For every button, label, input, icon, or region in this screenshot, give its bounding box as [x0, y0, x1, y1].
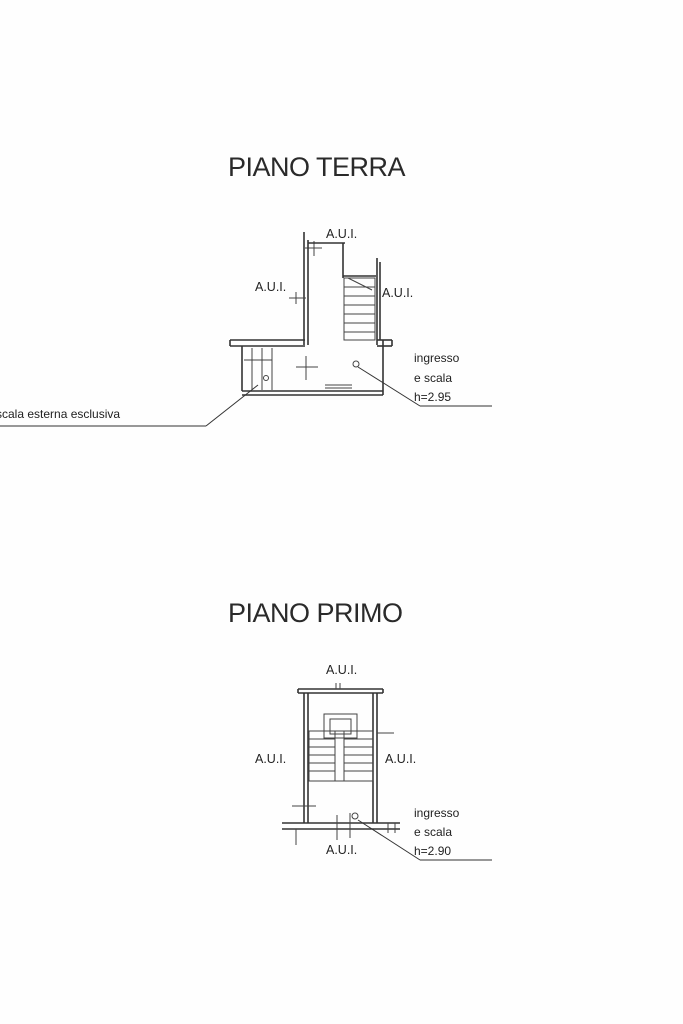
aui-label-top: A.U.I. [326, 663, 357, 677]
plan-ground-floor: PIANO TERRA A.U.I. A.U.I. A.U.I. [0, 152, 492, 427]
aui-label-bottom: A.U.I. [326, 843, 357, 857]
external-stair [244, 348, 273, 390]
walls [282, 683, 400, 833]
external-stair-annotation: scala esterna esclusiva [0, 384, 259, 427]
aui-label-right: A.U.I. [385, 752, 416, 766]
plan-title: PIANO PRIMO [228, 598, 403, 628]
height-label: h=2.95 [414, 390, 451, 404]
entrance-label-line1: ingresso [414, 806, 460, 820]
internal-stair [343, 277, 376, 341]
height-label: h=2.90 [414, 844, 451, 858]
aui-label-right: A.U.I. [382, 286, 413, 300]
walls [229, 232, 393, 396]
internal-stair [308, 713, 374, 782]
external-stair-label: scala esterna esclusiva [0, 407, 120, 421]
aui-label-top: A.U.I. [326, 227, 357, 241]
plan-title: PIANO TERRA [228, 152, 406, 182]
entrance-annotation: ingresso e scala h=2.90 [357, 806, 492, 861]
entrance-label-line1: ingresso [414, 351, 460, 365]
entrance-label-line2: e scala [414, 825, 452, 839]
aui-label-left: A.U.I. [255, 280, 286, 294]
entrance-label-line2: e scala [414, 371, 452, 385]
plan-first-floor: PIANO PRIMO A.U.I. A.U.I. A.U.I. A.U.I. [228, 598, 492, 861]
entrance-annotation: ingresso e scala h=2.95 [357, 351, 492, 407]
aui-label-left: A.U.I. [255, 752, 286, 766]
